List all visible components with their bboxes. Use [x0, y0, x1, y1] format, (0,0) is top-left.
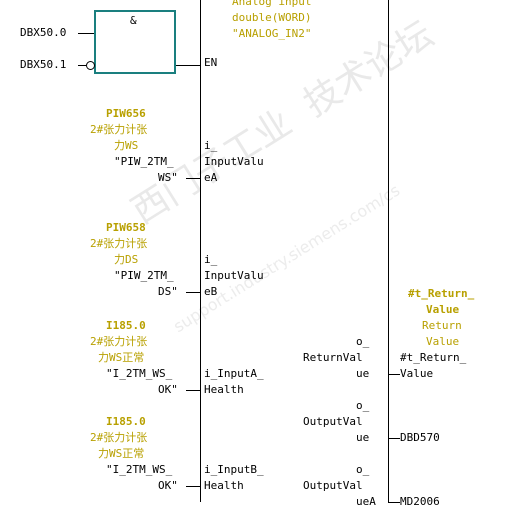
health-a-symbol-1: "I_2TM_WS_	[106, 367, 173, 380]
block-header-line1: Analog input	[232, 0, 312, 8]
return-comment-2: Value	[426, 335, 460, 348]
output-pin-2: OutputVal	[303, 415, 363, 428]
return-var-2[interactable]: Value	[426, 303, 460, 316]
block-header-line3: "ANALOG_IN2"	[232, 27, 312, 40]
fb-box-left-edge	[200, 0, 201, 502]
input-a-pin-2: InputValu	[204, 155, 264, 168]
health-a-symbol-2: OK"	[158, 383, 178, 396]
return-var-1[interactable]: #t_Return_	[408, 287, 475, 300]
return-out-1[interactable]: #t_Return_	[400, 351, 467, 364]
and-input-2-wire	[78, 65, 86, 66]
health-b-pin-2: Health	[204, 479, 244, 492]
return-out-2[interactable]: Value	[400, 367, 434, 380]
health-b-wire	[186, 486, 200, 487]
output-a-pin-2: OutputVal	[303, 479, 363, 492]
and-input-2-label[interactable]: DBX50.1	[20, 58, 67, 71]
input-b-comment-2: 力DS	[114, 253, 139, 266]
input-b-wire	[186, 292, 200, 293]
and-input-1-wire	[78, 33, 94, 34]
output-a-pin-3: ueA	[356, 495, 376, 508]
return-wire	[388, 374, 400, 375]
health-b-symbol-1: "I_2TM_WS_	[106, 463, 173, 476]
and-symbol: &	[130, 14, 137, 27]
health-b-address[interactable]: I185.0	[106, 415, 146, 428]
and-block[interactable]: &	[94, 10, 176, 74]
health-a-comment-2: 力WS正常	[98, 351, 145, 364]
health-a-wire	[186, 390, 200, 391]
return-pin-3: ue	[356, 367, 370, 380]
fb-box-right-edge	[388, 0, 389, 502]
block-header-line2: double(WORD)	[232, 11, 312, 24]
return-pin-1: o_	[356, 335, 370, 348]
input-b-pin-3: eB	[204, 285, 218, 298]
health-b-pin-1: i_InputB_	[204, 463, 264, 476]
input-a-comment-2: 力WS	[114, 139, 139, 152]
output-pin-3: ue	[356, 431, 370, 444]
en-pin-label: EN	[204, 56, 218, 69]
health-a-pin-2: Health	[204, 383, 244, 396]
input-b-comment-1: 2#张力计张	[90, 237, 148, 250]
and-output-wire	[176, 65, 200, 66]
input-a-symbol-1: "PIW_2TM_	[114, 155, 174, 168]
input-b-pin-1: i_	[204, 253, 218, 266]
output-wire	[388, 438, 400, 439]
input-b-symbol-1: "PIW_2TM_	[114, 269, 174, 282]
output-a-wire	[388, 502, 400, 503]
output-a-pin-1: o_	[356, 463, 370, 476]
health-b-comment-2: 力WS正常	[98, 447, 145, 460]
input-a-symbol-2: WS"	[158, 171, 178, 184]
output-address[interactable]: DBD570	[400, 431, 440, 444]
input-b-address[interactable]: PIW658	[106, 221, 146, 234]
input-a-comment-1: 2#张力计张	[90, 123, 148, 136]
input-b-symbol-2: DS"	[158, 285, 178, 298]
input-a-pin-3: eA	[204, 171, 218, 184]
output-pin-1: o_	[356, 399, 370, 412]
and-input-1-label[interactable]: DBX50.0	[20, 26, 67, 39]
input-b-pin-2: InputValu	[204, 269, 264, 282]
negation-circle	[86, 61, 95, 70]
health-a-comment-1: 2#张力计张	[90, 335, 148, 348]
health-b-comment-1: 2#张力计张	[90, 431, 148, 444]
return-pin-2: ReturnVal	[303, 351, 363, 364]
input-a-pin-1: i_	[204, 139, 218, 152]
input-a-address[interactable]: PIW656	[106, 107, 146, 120]
health-b-symbol-2: OK"	[158, 479, 178, 492]
health-a-address[interactable]: I185.0	[106, 319, 146, 332]
input-a-wire	[186, 178, 200, 179]
output-a-address[interactable]: MD2006	[400, 495, 440, 508]
return-comment-1: Return	[422, 319, 462, 332]
health-a-pin-1: i_InputA_	[204, 367, 264, 380]
